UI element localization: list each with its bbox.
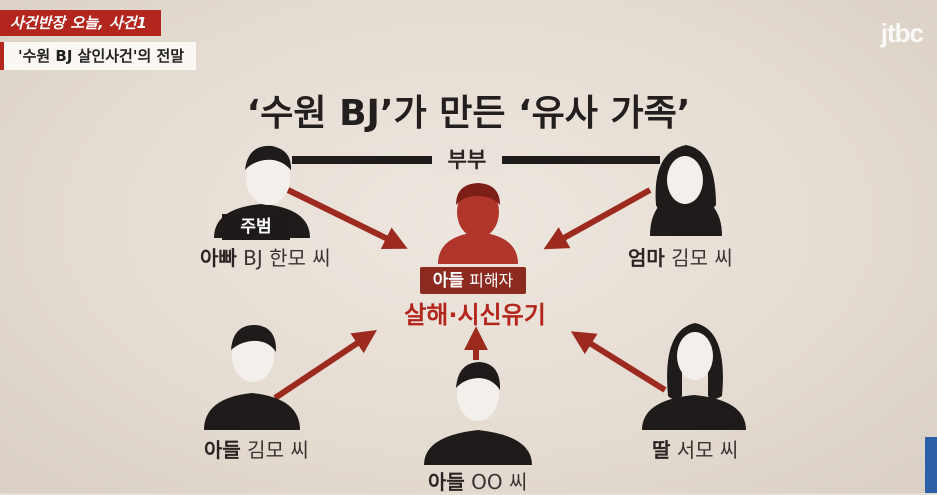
segment-badge: 사건반장 오늘, 사건1 (0, 10, 161, 36)
son-left-figure (204, 324, 300, 430)
victim-tag-text: 피해자 (469, 271, 514, 290)
arrow-daughter-to-victim (570, 331, 667, 393)
son-bottom-figure (424, 362, 532, 465)
son-bottom-label: 아들 OO 씨 (428, 466, 527, 495)
son-bottom-name: OO 씨 (471, 470, 528, 494)
arrow-father-to-victim (286, 187, 408, 249)
mother-name: 김모 씨 (671, 246, 733, 270)
victim-crime: 살해·시신유기 (404, 301, 546, 329)
diagram-title: ‘수원 BJ’가 만든 ‘유사 가족’ (246, 93, 691, 134)
father-name: BJ 한모 씨 (243, 246, 331, 270)
son-left-role: 아들 (204, 438, 241, 462)
son-left-label: 아들 김모 씨 (204, 434, 309, 463)
daughter-name: 서모 씨 (676, 438, 739, 462)
daughter-role: 딸 (652, 438, 671, 462)
daughter-label: 딸 서모 씨 (652, 434, 738, 463)
jtbc-logo: jtbc (880, 18, 924, 48)
victim-role: 아들 (432, 271, 464, 291)
father-role: 아빠 (200, 246, 237, 270)
son-left-name: 김모 씨 (247, 438, 309, 462)
arrow-mother-to-victim (543, 187, 652, 250)
couple-label: 부부 (432, 146, 502, 174)
victim-figure (438, 183, 518, 264)
mother-label: 엄마 김모 씨 (628, 242, 733, 271)
father-label: 아빠 BJ 한모 씨 (200, 242, 331, 271)
segment-subtitle: '수원 BJ 살인사건'의 전말 (0, 42, 197, 70)
perpetrator-tag: 주범 (222, 214, 290, 240)
daughter-figure (642, 323, 746, 430)
mother-figure (650, 145, 722, 236)
mother-role: 엄마 (628, 246, 665, 270)
corner-accent (925, 437, 937, 493)
son-bottom-role: 아들 (428, 470, 465, 494)
victim-tag: 아들 피해자 (420, 267, 526, 294)
arrow-son-left-to-victim (273, 330, 377, 401)
